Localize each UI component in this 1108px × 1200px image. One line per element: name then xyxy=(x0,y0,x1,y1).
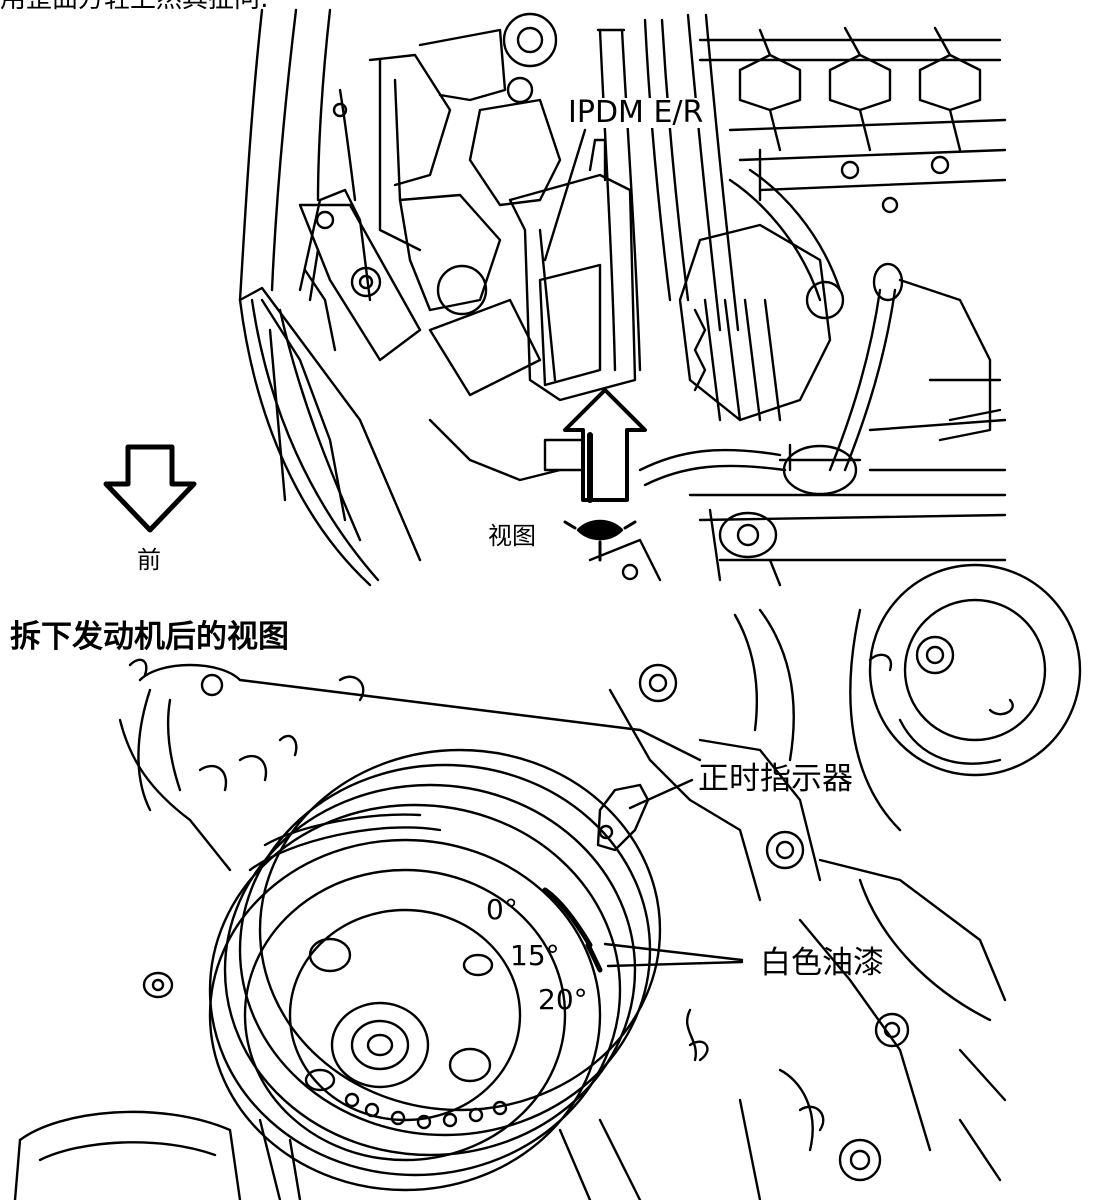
top-caption: 用歪曲方轻上然其扯问: xyxy=(0,0,269,12)
front-direction-arrow-icon xyxy=(103,444,197,533)
degree-mark-20: 20° xyxy=(538,983,588,1016)
crank-pulley-illustration xyxy=(13,563,1082,1200)
degree-mark-0: 0° xyxy=(486,893,518,926)
view-label: 视图 xyxy=(488,522,536,550)
engine-bay-illustration xyxy=(238,8,1007,587)
ipdm-label: IPDM E/R xyxy=(566,95,706,130)
white-paint-label: 白色油漆 xyxy=(760,945,884,981)
view-arrow-icon xyxy=(563,388,647,502)
degree-mark-15: 15° xyxy=(510,939,560,972)
view-eye-icon xyxy=(563,519,637,562)
front-label: 前 xyxy=(137,546,161,574)
timing-indicator-label: 正时指示器 xyxy=(698,761,853,797)
section-title: 拆下发动机后的视图 xyxy=(10,619,289,655)
